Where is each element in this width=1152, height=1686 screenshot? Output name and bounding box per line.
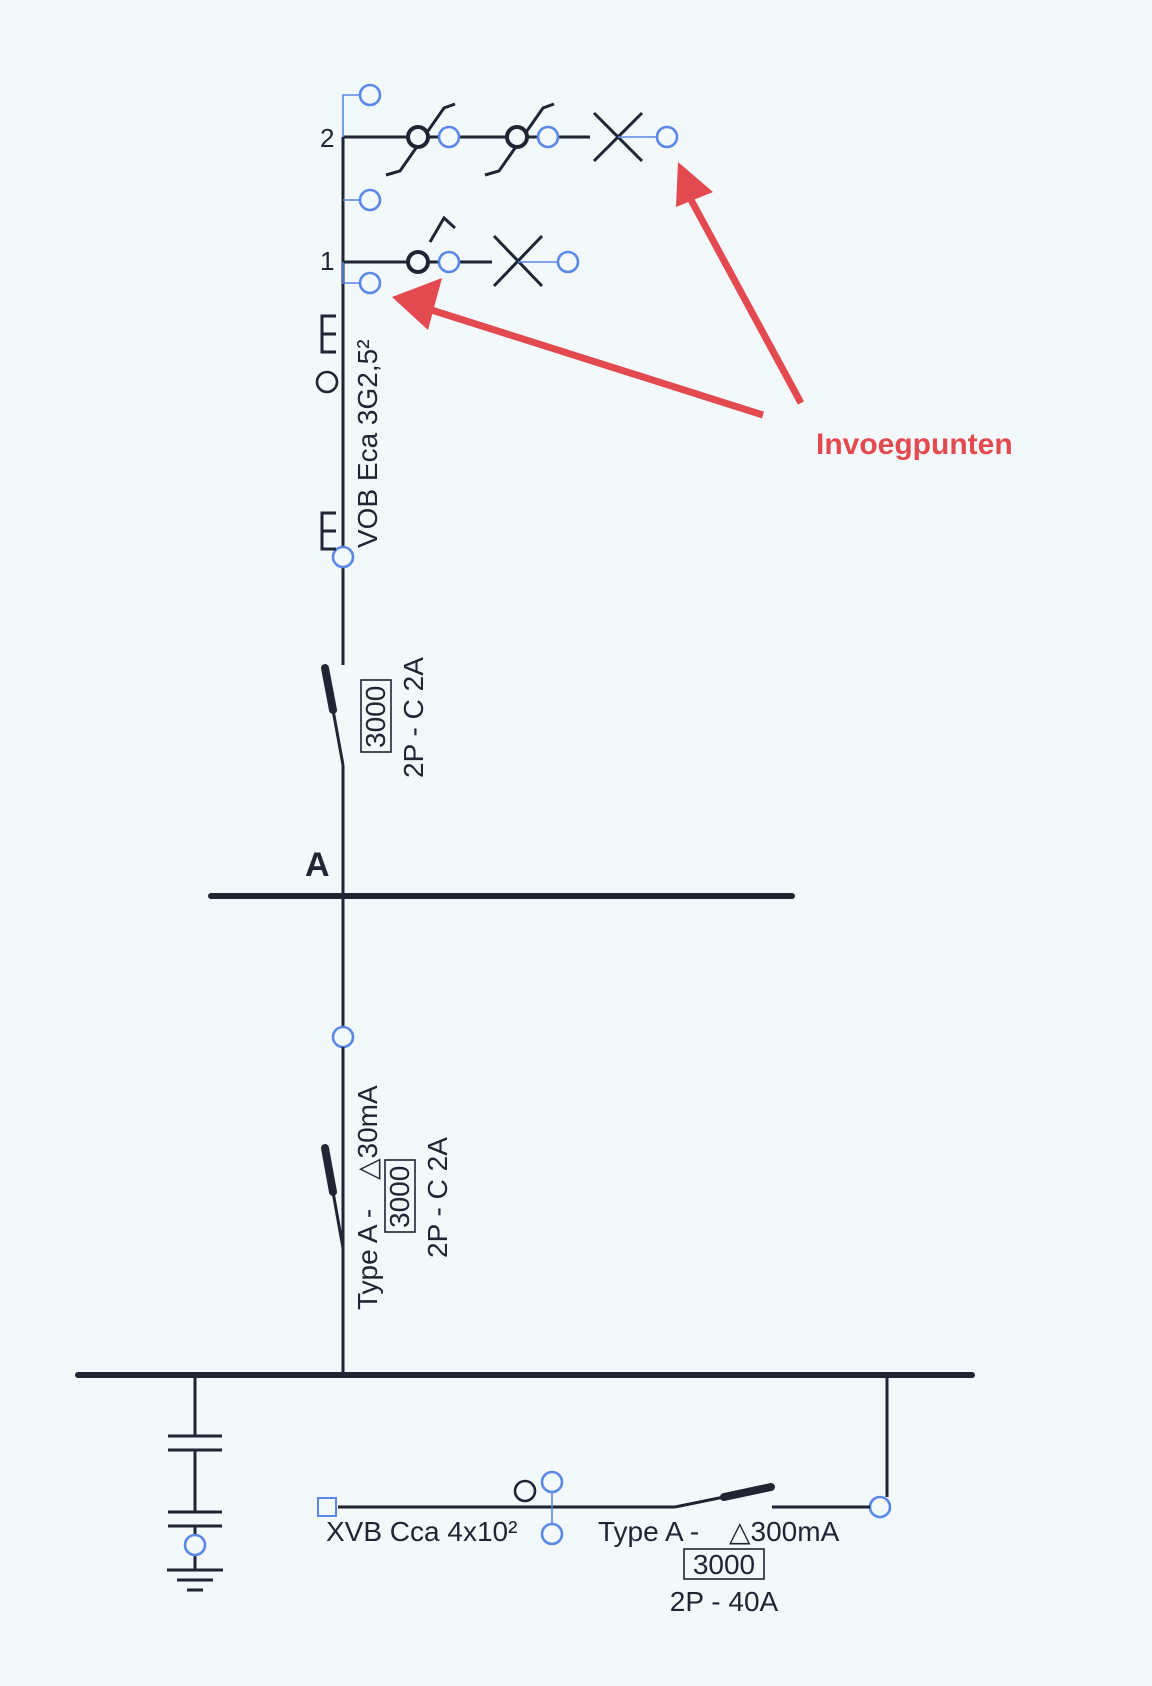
upper-breaker-rating-box	[360, 679, 392, 753]
upper-breaker-rating: 3000	[360, 686, 391, 748]
main-cable-label: XVB Cca 4x10²	[326, 1516, 517, 1547]
insertion-point-circle-icon[interactable]	[358, 188, 382, 212]
arrow-head-icon	[392, 278, 442, 330]
upper-cable-label: VOB Eca 3G2,5²	[352, 339, 383, 548]
switch-icon[interactable]	[406, 215, 457, 274]
insertion-point-circle-icon[interactable]	[331, 545, 355, 569]
switch-icon[interactable]	[385, 102, 456, 177]
main-supply	[338, 1378, 892, 1519]
annotation-arrows	[392, 162, 805, 419]
insertion-point-circle-icon[interactable]	[868, 1495, 892, 1519]
rcd-breaker-type: 2P - C 2A	[422, 1137, 453, 1258]
rcd-rating: 3000	[384, 1166, 415, 1228]
arrow-head-icon	[676, 162, 713, 207]
main-rating-box	[683, 1548, 765, 1580]
earth-branch	[168, 1378, 222, 1570]
cable-marker-top	[320, 314, 336, 354]
insertion-point-circle-icon[interactable]	[536, 125, 560, 149]
rcd-type: Type A -	[352, 1209, 383, 1310]
main-breaker-type: 2P - 40A	[670, 1586, 779, 1617]
socket-icon	[513, 1479, 537, 1503]
lamp-cross-icon[interactable]	[492, 234, 544, 288]
insertion-point-circle-icon[interactable]	[655, 125, 679, 149]
main-rcd-sensitivity: △300mA	[729, 1516, 840, 1547]
main-breaker-blade[interactable]	[720, 1483, 775, 1501]
cable-ring-icon	[315, 370, 339, 394]
insertion-point-circle-icon[interactable]	[437, 125, 461, 149]
annotation-label: Invoegpunten	[816, 428, 1013, 461]
insertion-point-circle-icon[interactable]	[556, 250, 580, 274]
rcd-rating-box	[384, 1159, 416, 1233]
branch-1-label: 1	[320, 246, 334, 276]
supply-point-square-icon[interactable]	[317, 1497, 337, 1517]
busbar-a-label: A	[305, 846, 330, 884]
rcd-sensitivity: △30mA	[352, 1085, 383, 1180]
arrow-to-branch-1	[420, 303, 765, 419]
rcd-breaker[interactable]	[321, 1144, 345, 1249]
insertion-point-circle-icon[interactable]	[183, 1533, 207, 1557]
upper-breaker[interactable]	[321, 664, 345, 766]
cable-marker-bottom	[320, 511, 336, 551]
insertion-point-circle-icon[interactable]	[540, 1470, 564, 1494]
main-rating: 3000	[693, 1549, 755, 1580]
insertion-point-circle-icon[interactable]	[540, 1522, 564, 1546]
insertion-point-circle-icon[interactable]	[437, 250, 461, 274]
branch-2-label: 2	[320, 123, 334, 153]
earth-ground-icon	[167, 1568, 223, 1592]
branch-2	[343, 102, 656, 177]
insertion-point-circle-icon[interactable]	[358, 271, 382, 295]
main-rcd-type: Type A -	[598, 1516, 699, 1547]
insertion-point-circle-icon[interactable]	[358, 83, 382, 107]
arrow-to-branch-2	[686, 196, 805, 405]
upper-breaker-type: 2P - C 2A	[398, 657, 429, 778]
insertion-point-circle-icon[interactable]	[331, 1025, 355, 1049]
